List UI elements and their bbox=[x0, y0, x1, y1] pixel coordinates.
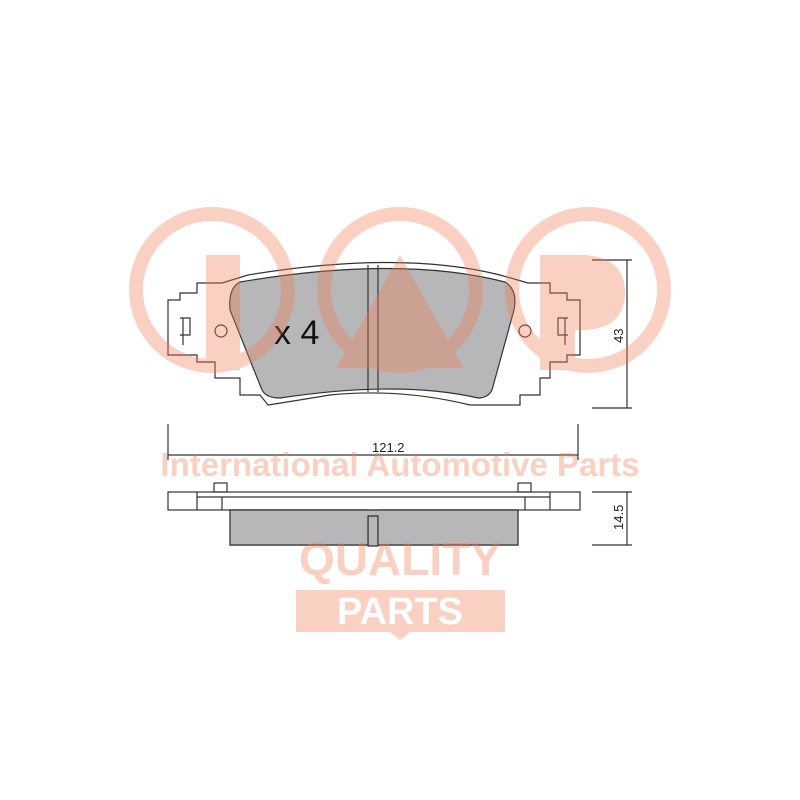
quantity-label: x 4 bbox=[274, 314, 319, 352]
svg-text:14.5: 14.5 bbox=[611, 505, 626, 530]
thickness-dimension: 14.5 bbox=[592, 491, 632, 546]
hole-left bbox=[214, 324, 228, 338]
hole-right bbox=[518, 324, 532, 338]
svg-text:121.2: 121.2 bbox=[372, 440, 405, 455]
watermark-tagline: International Automotive Parts bbox=[160, 446, 639, 483]
width-dimension: 121.2 bbox=[167, 424, 579, 460]
friction-material-front bbox=[229, 267, 516, 399]
side-view bbox=[167, 482, 581, 547]
watermark-parts: PARTS bbox=[337, 591, 463, 633]
watermark-quality: QUALITY bbox=[299, 533, 501, 585]
backing-plate-front bbox=[167, 261, 581, 406]
iap-logo bbox=[129, 207, 671, 373]
svg-text:43: 43 bbox=[611, 329, 626, 343]
height-dimension: 43 bbox=[592, 259, 632, 409]
iap-watermark: International Automotive Parts QUALITY bbox=[129, 207, 671, 640]
